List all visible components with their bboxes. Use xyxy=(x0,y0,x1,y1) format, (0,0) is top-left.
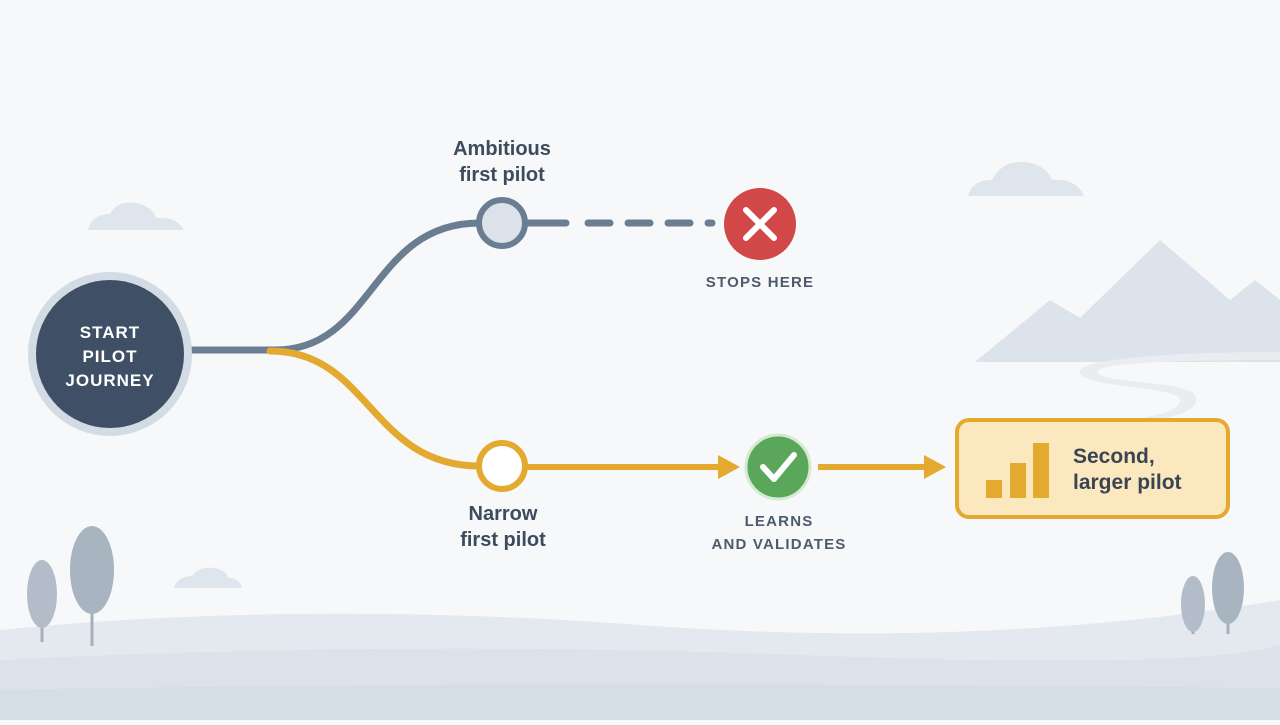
narrow-label-line-1: Narrow xyxy=(469,503,538,525)
stop-outcome: STOPS HERE xyxy=(706,188,814,291)
box-label-line-1: Second, xyxy=(1073,445,1155,468)
learns-label-line-1: LEARNS xyxy=(745,513,814,530)
stops-here-label: STOPS HERE xyxy=(706,274,814,291)
tree-icon xyxy=(1212,552,1244,634)
box-label-line-2: larger pilot xyxy=(1073,471,1182,494)
ambitious-label-line-2: first pilot xyxy=(459,164,545,186)
ambitious-branch-path xyxy=(186,219,484,354)
narrow-pilot-node: Narrow first pilot xyxy=(460,440,546,551)
cloud-icon xyxy=(174,567,242,588)
bar-chart-icon xyxy=(986,443,1049,498)
tree-icon xyxy=(1181,576,1205,634)
ambitious-label-line-1: Ambitious xyxy=(453,138,551,160)
narrow-label-line-2: first pilot xyxy=(460,529,546,551)
ambitious-pilot-node: Ambitious first pilot xyxy=(453,138,551,249)
arrowhead-icon xyxy=(718,455,740,479)
tree-icon xyxy=(70,526,114,646)
tree-icon xyxy=(27,560,57,642)
arrowhead-icon xyxy=(924,455,946,479)
background-landscape xyxy=(0,161,1280,720)
learns-label-line-2: AND VALIDATES xyxy=(711,536,846,553)
start-label-line-3: JOURNEY xyxy=(65,371,154,390)
start-label-line-2: PILOT xyxy=(82,347,137,366)
connectors xyxy=(186,219,946,479)
checkmark-icon xyxy=(760,452,797,482)
cloud-icon xyxy=(88,202,184,230)
narrow-branch-path xyxy=(266,347,484,470)
x-icon xyxy=(743,207,777,241)
start-label-line-1: START xyxy=(80,323,140,342)
start-node: START PILOT JOURNEY xyxy=(28,272,192,436)
validate-outcome: LEARNS AND VALIDATES xyxy=(711,433,846,553)
cloud-icon xyxy=(968,161,1084,196)
second-pilot-box: Second, larger pilot xyxy=(955,418,1230,519)
